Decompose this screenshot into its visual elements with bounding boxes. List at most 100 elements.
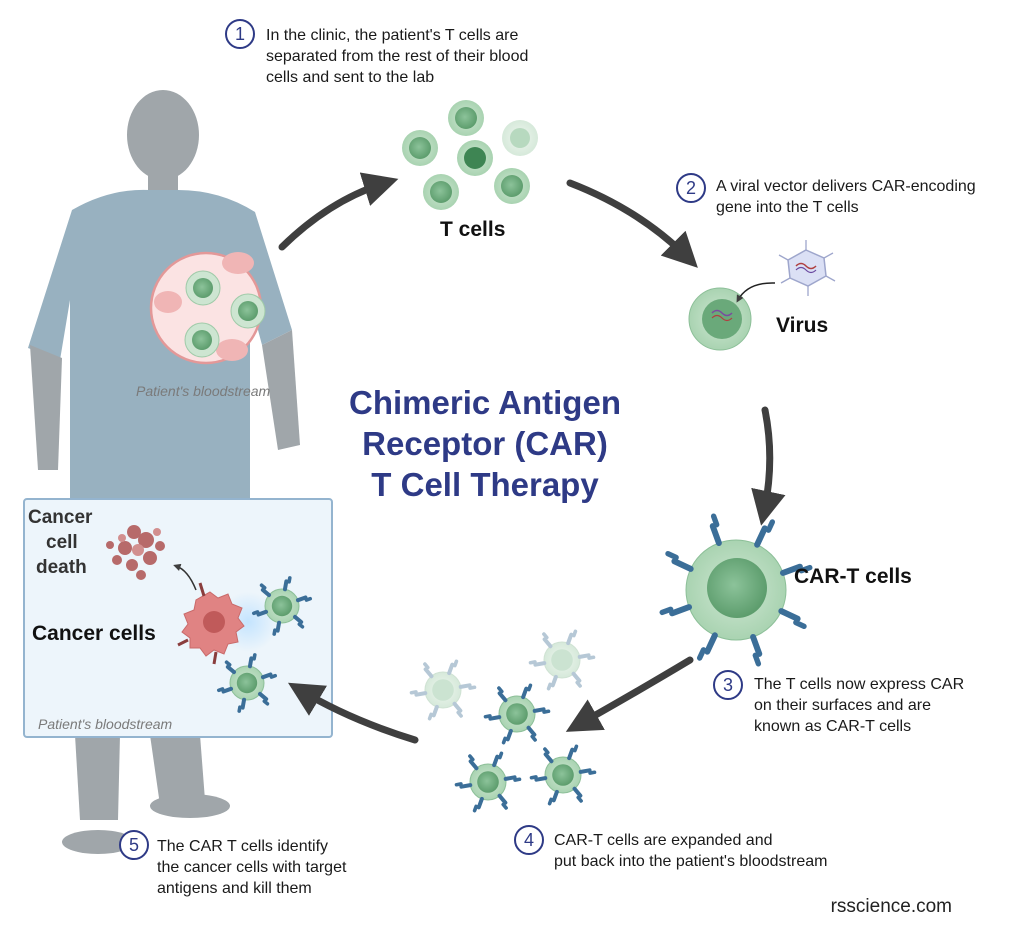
car-receptor	[578, 768, 597, 775]
car-receptor	[659, 604, 693, 617]
patient-figure	[28, 90, 300, 854]
car-receptor	[571, 671, 582, 688]
car-t-cell	[216, 653, 278, 713]
car-receptor	[497, 793, 508, 810]
virus-and-cell	[688, 240, 836, 351]
car-receptor	[454, 782, 473, 789]
step-2-text: A viral vector delivers CAR-encoding gen…	[716, 176, 976, 218]
car-receptor	[754, 519, 776, 548]
car-receptor	[447, 659, 459, 676]
car-receptor	[427, 704, 439, 721]
car-t-cell	[454, 751, 522, 813]
car-receptor	[526, 725, 537, 742]
step-3-badge: 3	[713, 670, 743, 700]
site-credit: rsscience.com	[830, 896, 952, 917]
car-receptor	[547, 789, 559, 806]
virus-label: Virus	[776, 314, 829, 337]
car-receptor	[237, 697, 247, 713]
flow-arrows	[278, 172, 786, 744]
step-1-line-3: cells and sent to the lab	[266, 69, 435, 86]
step-1-text: In the clinic, the patient's T cells are…	[266, 25, 528, 88]
t-cells-label: T cells	[440, 218, 506, 241]
step-3-text: The T cells now express CAR on their sur…	[754, 674, 964, 737]
step-1-line-1: In the clinic, the patient's T cells are	[266, 27, 519, 44]
car-receptor	[528, 660, 547, 667]
car-receptor	[778, 608, 807, 630]
car-receptor	[566, 629, 578, 646]
car-t-cell	[251, 576, 313, 636]
bloodstream-caption-top: Patient's bloodstream	[136, 383, 271, 399]
car-receptor	[282, 576, 292, 592]
arrow-step5	[287, 682, 419, 744]
car-receptor	[247, 653, 257, 669]
car-receptor	[224, 660, 236, 675]
arrow-step3	[751, 406, 786, 526]
car-t-cells-label: CAR-T cells	[794, 565, 912, 588]
arrow-step1	[278, 172, 399, 251]
car-receptor	[529, 775, 548, 782]
step-3-line-2: on their surfaces and are	[754, 697, 931, 714]
car-receptor	[542, 632, 553, 649]
car-receptor	[251, 609, 269, 617]
title-line-3: T Cell Therapy	[371, 466, 599, 503]
step-2-line-1: A viral vector delivers CAR-encoding	[716, 178, 976, 195]
car-receptor	[572, 786, 583, 803]
car-receptor	[546, 674, 558, 691]
car-receptor	[293, 614, 305, 629]
step-5-line-3: antigens and kill them	[157, 880, 312, 897]
car-receptor	[472, 796, 484, 813]
arrow-step2	[566, 179, 698, 268]
car-receptor	[521, 683, 533, 700]
step-2-badge: 2	[676, 173, 706, 203]
car-receptor	[709, 513, 722, 547]
car-receptor	[452, 701, 463, 718]
cancer-cell-death-label: Cancer cell death	[28, 505, 92, 580]
step-5-line-2: the cancer cells with target	[157, 859, 347, 876]
car-receptor	[497, 686, 508, 703]
title-line-1: Chimeric Antigen	[349, 384, 621, 421]
step-5-text: The CAR T cells identify the cancer cell…	[157, 836, 346, 899]
diagram-title: Chimeric Antigen Receptor (CAR) T Cell T…	[300, 382, 670, 505]
car-receptor	[468, 754, 479, 771]
car-receptor	[567, 744, 579, 761]
step-4-text: CAR-T cells are expanded and put back in…	[554, 830, 827, 872]
car-receptor	[501, 728, 513, 745]
t-cells-cluster	[402, 100, 538, 210]
car-receptor	[295, 595, 313, 603]
bloodstream-circle	[149, 251, 266, 365]
step-2-line-2: gene into the T cells	[716, 199, 859, 216]
car-receptor	[260, 672, 278, 680]
car-receptor	[665, 550, 694, 572]
car-receptor	[532, 707, 551, 714]
step-1-badge: 1	[225, 19, 255, 49]
car-receptor	[259, 583, 271, 598]
car-receptor	[423, 662, 434, 679]
death-line-3: death	[36, 557, 87, 578]
car-receptor	[258, 691, 270, 706]
car-receptor	[492, 751, 504, 768]
step-4-line-1: CAR-T cells are expanded and	[554, 832, 773, 849]
step-4-badge: 4	[514, 825, 544, 855]
death-line-1: Cancer	[28, 507, 93, 528]
arrow-step4	[565, 656, 694, 732]
step-4-line-2: put back into the patient's bloodstream	[554, 853, 828, 870]
car-t-cell-large	[685, 539, 787, 641]
car-receptor	[779, 563, 813, 576]
car-receptor	[272, 620, 282, 636]
car-receptor	[409, 690, 428, 697]
car-receptor	[750, 633, 763, 667]
expanded-car-t-cells	[409, 629, 597, 813]
car-t-cell	[409, 659, 477, 721]
step-5-line-1: The CAR T cells identify	[157, 838, 329, 855]
car-receptor	[458, 683, 477, 690]
car-receptor	[696, 632, 718, 661]
step-5-badge: 5	[119, 830, 149, 860]
death-line-2: cell	[46, 532, 78, 553]
car-receptor	[216, 686, 234, 694]
step-3-line-3: known as CAR-T cells	[754, 718, 912, 735]
car-t-cell	[483, 683, 551, 745]
car-t-cell	[529, 744, 597, 806]
car-receptor	[483, 714, 502, 721]
bloodstream-caption-inset: Patient's bloodstream	[38, 716, 173, 732]
car-t-cell	[528, 629, 596, 691]
